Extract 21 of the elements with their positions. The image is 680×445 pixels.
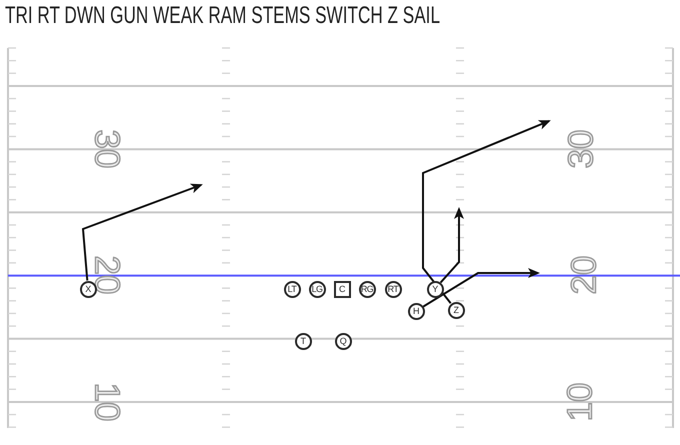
yard-number: 20 [566,256,602,294]
player-circle: RT [384,280,402,298]
player-circle: RG [358,280,376,298]
play-title: TRI RT DWN GUN WEAK RAM STEMS SWITCH Z SAIL [5,4,440,28]
player-circle: T [294,332,312,350]
player-circle: Z [448,302,464,318]
route-arrow [422,268,540,308]
player-circle: LG [308,280,326,298]
player-circle: X [80,280,96,298]
player-circle: H [408,302,424,320]
yard-number: 30 [90,130,124,168]
player-circle: Q [334,332,352,350]
yard-number: 30 [564,130,598,168]
route-arrow [82,184,203,281]
route-arrow [440,207,464,284]
player-circle: Y [426,280,444,298]
yard-number: 10 [562,382,598,422]
yard-number: 10 [90,382,124,422]
player-circle: LT [284,280,300,298]
player-square: C [334,280,350,298]
route-arrow [422,120,551,304]
